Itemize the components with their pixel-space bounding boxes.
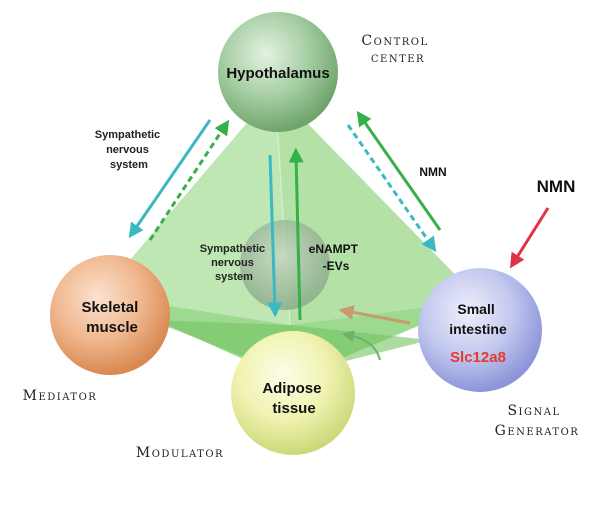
small-intestine-sphere [418,268,542,392]
arrow-nmn-dashed-down [346,124,437,253]
adipose-tissue-label: Adipose tissue [262,380,325,417]
arrow-adipose-curve [342,330,381,361]
arrow-nmn-external [510,207,550,269]
skeletal-muscle-label: Skeletal muscle [82,299,143,336]
nmn-arrow-label: NMN [419,165,446,179]
hypothalamus-sphere [218,12,338,132]
mediator-label: Mediator [23,388,98,404]
arrow-sns-left-dashed [148,119,230,241]
adipose-tissue-sphere [231,331,355,455]
modulator-label: Modulator [136,445,224,461]
slc12a8-label: Slc12a8 [450,349,506,366]
arrows [128,110,550,361]
center-sphere [240,220,330,310]
nmn-external-label: NMN [537,177,576,196]
arrow-evs-up [288,147,304,321]
enampt-evs-label: eNAMPT -EVs [309,242,362,273]
small-intestine-label: Small intestine [449,301,507,337]
sns-left-label: Sympathetic nervous system [95,129,163,171]
arrow-sns-center [267,154,283,318]
control-center-label: Control center [361,33,434,66]
arrow-nmn-up [356,110,442,231]
hypothalamus-label: Hypothalamus [226,65,329,82]
sns-center-label: Sympathetic nervous system [200,243,268,283]
signal-generator-label: Signal Generator [495,403,580,439]
arrow-sns-left-solid [128,119,212,239]
skeletal-muscle-sphere [50,255,170,375]
arrow-intestine-to-center [338,305,411,325]
